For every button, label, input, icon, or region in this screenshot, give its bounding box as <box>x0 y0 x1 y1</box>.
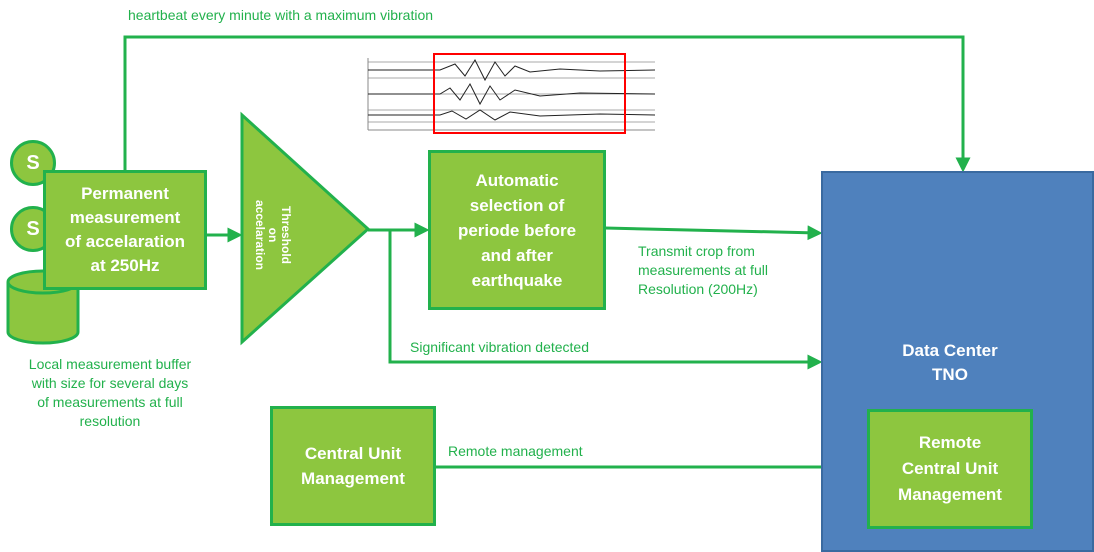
transmit-line: Transmit crop from <box>638 243 755 259</box>
transmit-arrow <box>604 225 823 241</box>
permanent-line: measurement <box>69 208 181 227</box>
threshold-line: accelaration <box>253 199 267 271</box>
highlight-box <box>433 53 626 134</box>
seismogram-image <box>367 53 656 134</box>
transmit-line: Resolution (200Hz) <box>638 281 758 297</box>
sensor-icon-1: S <box>10 140 56 186</box>
remote-line: Remote <box>918 433 982 452</box>
heartbeat-label: heartbeat every minute with a maximum vi… <box>128 7 434 23</box>
data-center-line: TNO <box>932 365 968 384</box>
remote-central-unit-box: Remote Central Unit Management <box>867 409 1033 529</box>
data-center-line: Data Center <box>902 341 998 360</box>
buffer-line: resolution <box>79 413 141 429</box>
buffer-line: with size for several days <box>31 375 189 391</box>
remote-management-label: Remote management <box>448 443 583 459</box>
permanent-line: Permanent <box>81 184 169 203</box>
permanent-line: of accelaration <box>65 232 185 251</box>
threshold-label: Threshold on accelaration <box>252 185 293 285</box>
data-center-title: Data Center TNO <box>880 339 1020 387</box>
automatic-line: and after <box>481 245 553 265</box>
permanent-measurement-box: Permanent measurement of accelaration at… <box>43 170 207 290</box>
buffer-line: Local measurement buffer <box>28 356 192 372</box>
buffer-line: of measurements at full <box>37 394 183 410</box>
automatic-line: selection of <box>469 195 565 215</box>
central-unit-line: Management <box>301 469 405 488</box>
automatic-line: earthquake <box>471 270 563 290</box>
central-unit-line: Central Unit <box>304 444 402 463</box>
automatic-line: periode before <box>457 220 577 240</box>
threshold-line: Threshold <box>279 205 293 264</box>
central-unit-management-box: Central Unit Management <box>270 406 436 526</box>
significant-vibration-label: Significant vibration detected <box>410 339 589 355</box>
transmit-line: measurements at full <box>638 262 768 278</box>
threshold-triangle <box>240 111 371 346</box>
remote-line: Management <box>898 485 1002 504</box>
remote-line: Central Unit <box>901 459 999 478</box>
heartbeat-arrow <box>123 35 971 173</box>
buffer-label: Local measurement buffer with size for s… <box>10 355 210 431</box>
threshold-line: on <box>266 227 280 243</box>
automatic-line: Automatic <box>475 170 559 190</box>
significant-arrow <box>368 228 823 370</box>
permanent-line: at 250Hz <box>90 256 160 275</box>
transmit-label: Transmit crop from measurements at full … <box>638 242 768 299</box>
automatic-selection-box: Automatic selection of periode before an… <box>428 150 606 310</box>
